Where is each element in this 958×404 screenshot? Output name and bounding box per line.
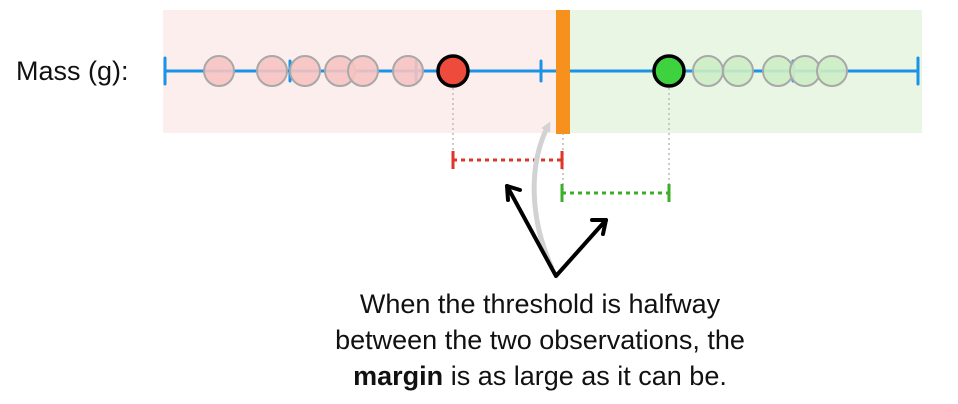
caption-line: When the threshold is halfway: [359, 289, 721, 319]
green-observation: [722, 55, 754, 87]
caption-line: margin is as large as it can be.: [250, 358, 830, 394]
red-support-observation: [436, 54, 470, 88]
green-observation: [789, 55, 821, 87]
caption-line: between the two observations, the: [335, 325, 745, 355]
red-observation: [392, 55, 424, 87]
caption: When the threshold is halfway between th…: [250, 286, 830, 394]
red-observations: [203, 55, 424, 87]
green-observation: [816, 55, 848, 87]
curved-arrow-icon: [531, 121, 555, 270]
green-observation: [762, 55, 794, 87]
threshold-bar: [556, 10, 570, 134]
green-support-observation: [652, 54, 686, 88]
red-observation: [203, 55, 235, 87]
red-margin: [451, 151, 564, 169]
green-observations: [692, 55, 848, 87]
red-observation: [347, 55, 379, 87]
axis-label: Mass (g):: [16, 56, 129, 86]
red-observation: [256, 55, 288, 87]
caption-emphasis: margin: [353, 361, 444, 391]
green-observation: [692, 55, 724, 87]
red-observation: [289, 55, 321, 87]
caption-line-rest: is as large as it can be.: [443, 361, 727, 391]
green-margin: [560, 184, 671, 202]
arrow-icon: [505, 184, 608, 278]
